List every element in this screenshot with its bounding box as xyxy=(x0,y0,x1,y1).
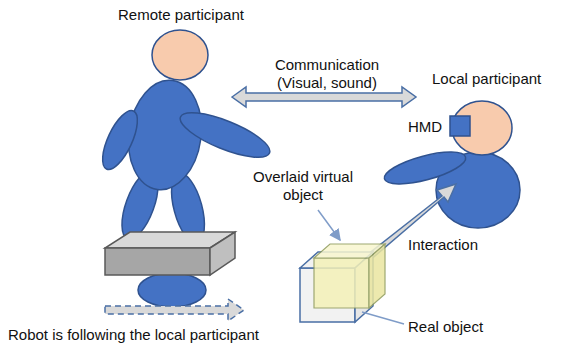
local-figure xyxy=(381,101,520,228)
caption-label: Robot is following the local participant xyxy=(8,326,259,344)
following-arrow xyxy=(105,299,244,321)
virtual-object xyxy=(314,244,385,308)
figure-label: Remote participant xyxy=(118,6,244,24)
arrow-label: Interaction xyxy=(408,236,478,254)
remote-figure xyxy=(96,30,275,246)
real-object xyxy=(300,252,373,322)
part-label: Real object xyxy=(408,318,483,336)
communication-label: Communication (Visual, sound) xyxy=(262,56,392,92)
robot xyxy=(105,232,235,307)
part-label: HMD xyxy=(408,118,442,136)
leader-line xyxy=(318,210,340,240)
part-label: Overlaid virtual object xyxy=(248,168,358,204)
leader-line xyxy=(362,312,404,324)
figure-label: Local participant xyxy=(432,70,541,88)
